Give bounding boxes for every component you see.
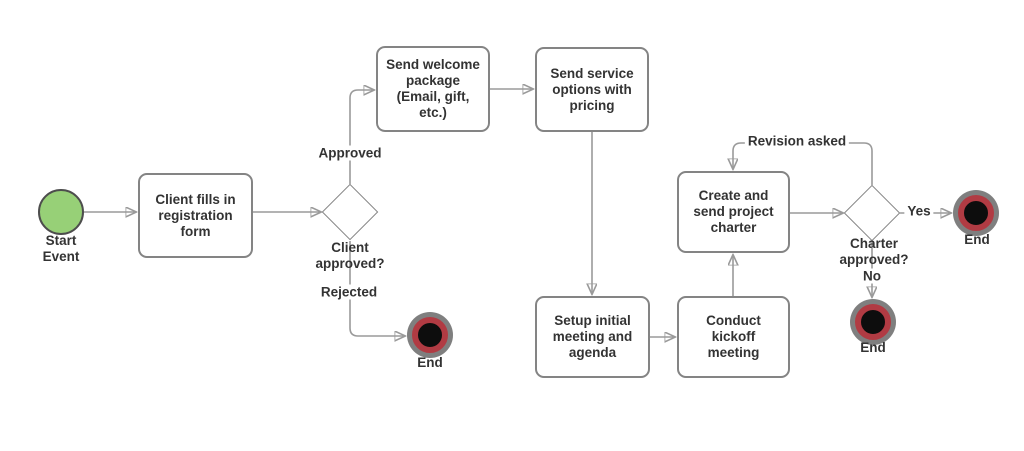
task-registration: Client fills in registration form [138,173,253,258]
edge-label-yes: Yes [904,203,934,219]
gateway-charter-approved-label: Charter approved? [839,236,909,267]
task-kickoff-meeting: Conduct kickoff meeting [677,296,790,378]
edge-approved-to-welcome-package [349,90,374,184]
task-registration-label: Client fills in registration form [155,191,236,239]
task-welcome-package-label: Send welcome package (Email, gift, etc.) [386,57,480,120]
end-event-not-approved-label: End [860,340,886,355]
task-service-options: Send service options with pricing [535,47,649,132]
task-project-charter-label: Create and send project charter [693,188,774,235]
end-event-rejected-label: End [417,355,443,370]
task-kickoff-meeting-label: Conduct kickoff meeting [706,313,761,360]
task-project-charter: Create and send project charter [677,171,790,253]
edge-label-approved: Approved [315,145,385,161]
end-event-approved-label: End [964,232,990,247]
edge-label-no: No [860,268,884,284]
edge-label-revision-asked: Revision asked [744,133,850,149]
start-event-node [38,189,84,235]
end-event-rejected [412,317,448,353]
task-setup-meeting: Setup initial meeting and agenda [535,296,650,378]
end-event-not-approved [855,304,891,340]
gateway-client-approved-label: Client approved? [315,240,385,271]
end-event-approved [958,195,994,231]
edge-rejected-to-end [349,241,405,336]
start-event-label: Start Event [42,233,80,264]
task-welcome-package: Send welcome package (Email, gift, etc.) [376,46,490,132]
edge-label-rejected: Rejected [317,284,381,300]
task-setup-meeting-label: Setup initial meeting and agenda [552,313,633,360]
task-service-options-label: Send service options with pricing [550,65,634,113]
